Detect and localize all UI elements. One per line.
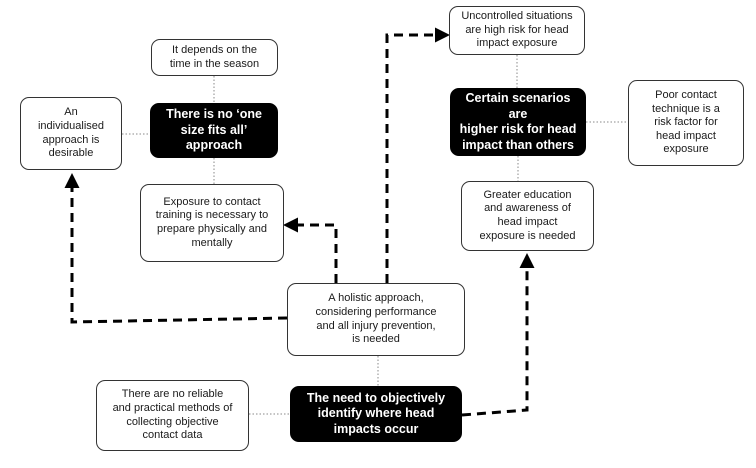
node-uncontrolled-text: Uncontrolled situations are high risk fo… (461, 10, 573, 50)
node-no-methods-text: There are no reliable and practical meth… (112, 388, 233, 442)
node-exposure-training-text: Exposure to contact training is necessar… (155, 195, 269, 249)
node-poor-technique-text: Poor contact technique is a risk factor … (652, 89, 720, 156)
node-depends-season: It depends on the time in the season (151, 39, 278, 76)
node-exposure-training: Exposure to contact training is necessar… (140, 184, 284, 262)
arrow-holistic-to-exposure-training (283, 217, 338, 283)
node-need-identify: The need to objectively identify where h… (290, 386, 462, 442)
node-poor-technique: Poor contact technique is a risk factor … (628, 80, 744, 166)
node-certain-scenarios-text: Certain scenarios are higher risk for he… (459, 91, 577, 152)
node-need-identify-text: The need to objectively identify where h… (306, 390, 446, 436)
node-certain-scenarios: Certain scenarios are higher risk for he… (450, 88, 586, 156)
node-education-text: Greater education and awareness of head … (479, 188, 576, 242)
node-no-methods: There are no reliable and practical meth… (96, 380, 249, 451)
node-individualised: An individualised approach is desirable (20, 97, 122, 170)
node-individualised-text: An individualised approach is desirable (37, 106, 105, 160)
arrow-need-to-education (461, 253, 535, 417)
node-no-one-size: There is no ‘one size fits all’ approach (150, 103, 278, 158)
arrow-holistic-to-individualised (64, 173, 288, 324)
node-holistic-text: A holistic approach, considering perform… (315, 292, 437, 346)
node-no-one-size-text: There is no ‘one size fits all’ approach (166, 107, 262, 153)
node-holistic: A holistic approach, considering perform… (287, 283, 465, 356)
node-depends-season-text: It depends on the time in the season (169, 43, 260, 70)
node-uncontrolled: Uncontrolled situations are high risk fo… (449, 6, 585, 55)
node-education: Greater education and awareness of head … (461, 181, 594, 251)
arrow-holistic-to-uncontrolled (385, 27, 450, 283)
